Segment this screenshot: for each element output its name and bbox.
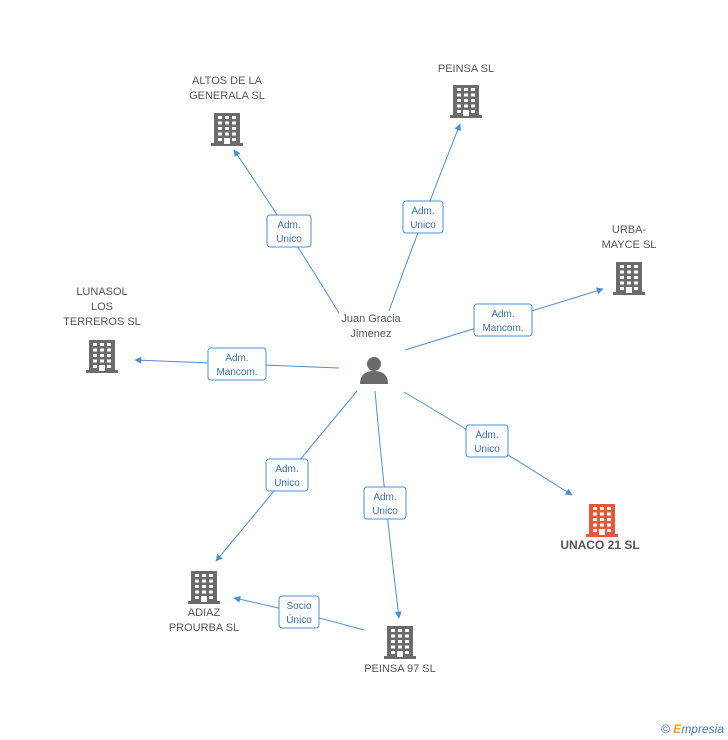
brand-logo-e: E [673,722,682,736]
company-node-unaco[interactable]: UNACO 21 SL [560,504,640,552]
edge-label-text: Adm. [225,353,248,364]
relation-edge: Adm. Mancom. [134,347,340,381]
company-name: LUNASOL [76,286,127,298]
edge-label-text: Adm. [277,220,300,231]
edge-label-text: Unico [274,478,300,489]
building-icon [188,571,220,604]
building-icon [450,85,482,118]
company-name: UNACO 21 SL [560,538,639,552]
edge-label-text: Adm. [275,464,298,475]
company-node-lunasol[interactable]: LUNASOL LOS TERREROS SL [63,286,141,373]
company-name: GENERALA SL [189,90,265,102]
company-name: URBA- [612,224,647,236]
company-node-adiaz[interactable]: ADIAZ PROURBA SL [169,571,239,634]
edge-label-text: Mancom. [482,323,523,334]
edge-layer: Adm.UnicoAdm.UnicoAdm.Mancom.Adm.Mancom.… [134,123,604,631]
copyright-symbol: © [661,722,670,736]
company-node-urba[interactable]: URBA- MAYCE SL [602,224,657,295]
company-name: LOS [91,301,113,313]
edge-label-box [363,486,407,520]
edge-label-text: Unico [410,220,436,231]
company-node-peinsa97[interactable]: PEINSA 97 SL [364,626,436,675]
relation-edge: Adm. Unico [215,390,358,562]
edge-label-text: Unico [474,444,500,455]
company-name: TERREROS SL [63,316,141,328]
building-icon [86,340,118,373]
building-icon [211,113,243,146]
edge-label-text: Adm. [475,430,498,441]
person-name: Jimenez [351,328,392,340]
relation-edge: Adm. Unico [403,391,573,496]
building-icon [586,504,618,537]
relation-edge: Adm. Unico [363,390,407,619]
edge-label-box [465,424,509,458]
building-icon [384,626,416,659]
edge-label-box [473,303,533,337]
edge-label-text: Adm. [491,309,514,320]
relation-edge: Adm. Unico [388,123,461,312]
relation-edge: Adm. Mancom. [404,287,604,351]
company-name: ALTOS DE LA [192,75,263,87]
edge-label-box [266,214,312,248]
person-icon [360,357,388,384]
edge-label-text: Unico [372,506,398,517]
edge-label-text: Mancom. [216,367,257,378]
company-node-peinsa[interactable]: PEINSA SL [438,63,494,118]
edge-label-text: Socio [286,601,311,612]
brand-name: mpresia [681,722,724,736]
edge-label-text: Adm. [411,206,434,217]
edge-label-box [265,458,309,492]
edge-label-text: Adm. [373,492,396,503]
edge-label-box [402,200,444,234]
person-name: Juan Gracia [341,313,401,325]
relation-edge: Adm. Unico [233,149,340,314]
company-node-altos[interactable]: ALTOS DE LA GENERALA SL [189,75,265,146]
company-name: PEINSA SL [438,63,494,75]
company-name: PROURBA SL [169,622,239,634]
brand-footer: © Empresia [661,722,724,736]
company-name: MAYCE SL [602,239,657,251]
building-icon [613,262,645,295]
edge-label-box [207,347,267,381]
company-name: PEINSA 97 SL [364,663,436,675]
edge-label-text: Único [286,613,312,626]
edge-label-text: Unico [276,234,302,245]
edge-label-box [278,595,320,629]
company-name: ADIAZ [188,607,221,619]
